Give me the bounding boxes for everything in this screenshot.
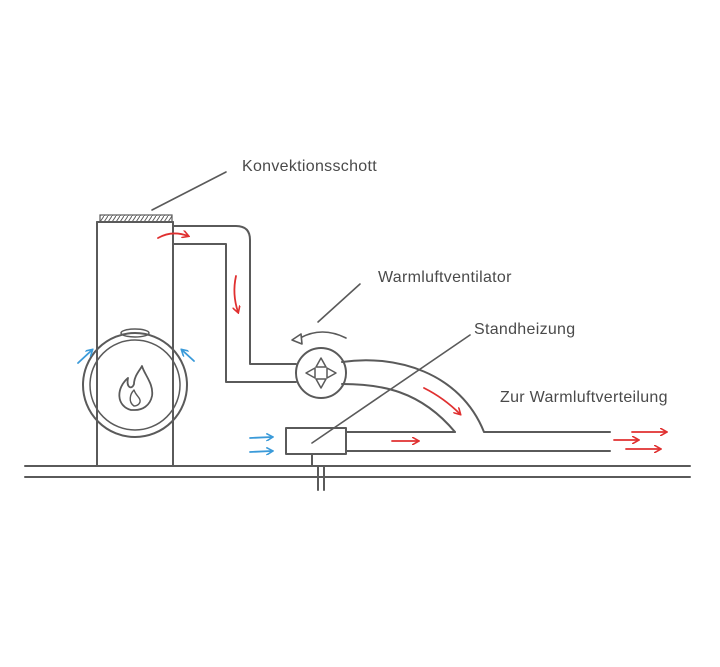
- warm-air-duct: [172, 225, 297, 383]
- label-to-distribution: Zur Warmluftverteilung: [500, 389, 668, 406]
- label-warm-air-fan: Warmluftventilator: [378, 269, 512, 286]
- rotation-arrow-icon: [291, 331, 347, 345]
- label-convection-baffle: Konvektionsschott: [242, 158, 377, 175]
- floor: [24, 465, 691, 491]
- leader-lines: [151, 171, 471, 444]
- convection-baffle: [99, 214, 173, 223]
- flame-icon: [118, 365, 154, 411]
- firebox: [82, 328, 188, 438]
- auxiliary-heater: [285, 427, 347, 467]
- cold-air-arrows: [77, 350, 272, 452]
- fan-icon: [295, 347, 347, 399]
- outlet-duct: [341, 359, 611, 452]
- warm-air-arrows: [157, 233, 666, 449]
- label-auxiliary-heater: Standheizung: [474, 321, 576, 338]
